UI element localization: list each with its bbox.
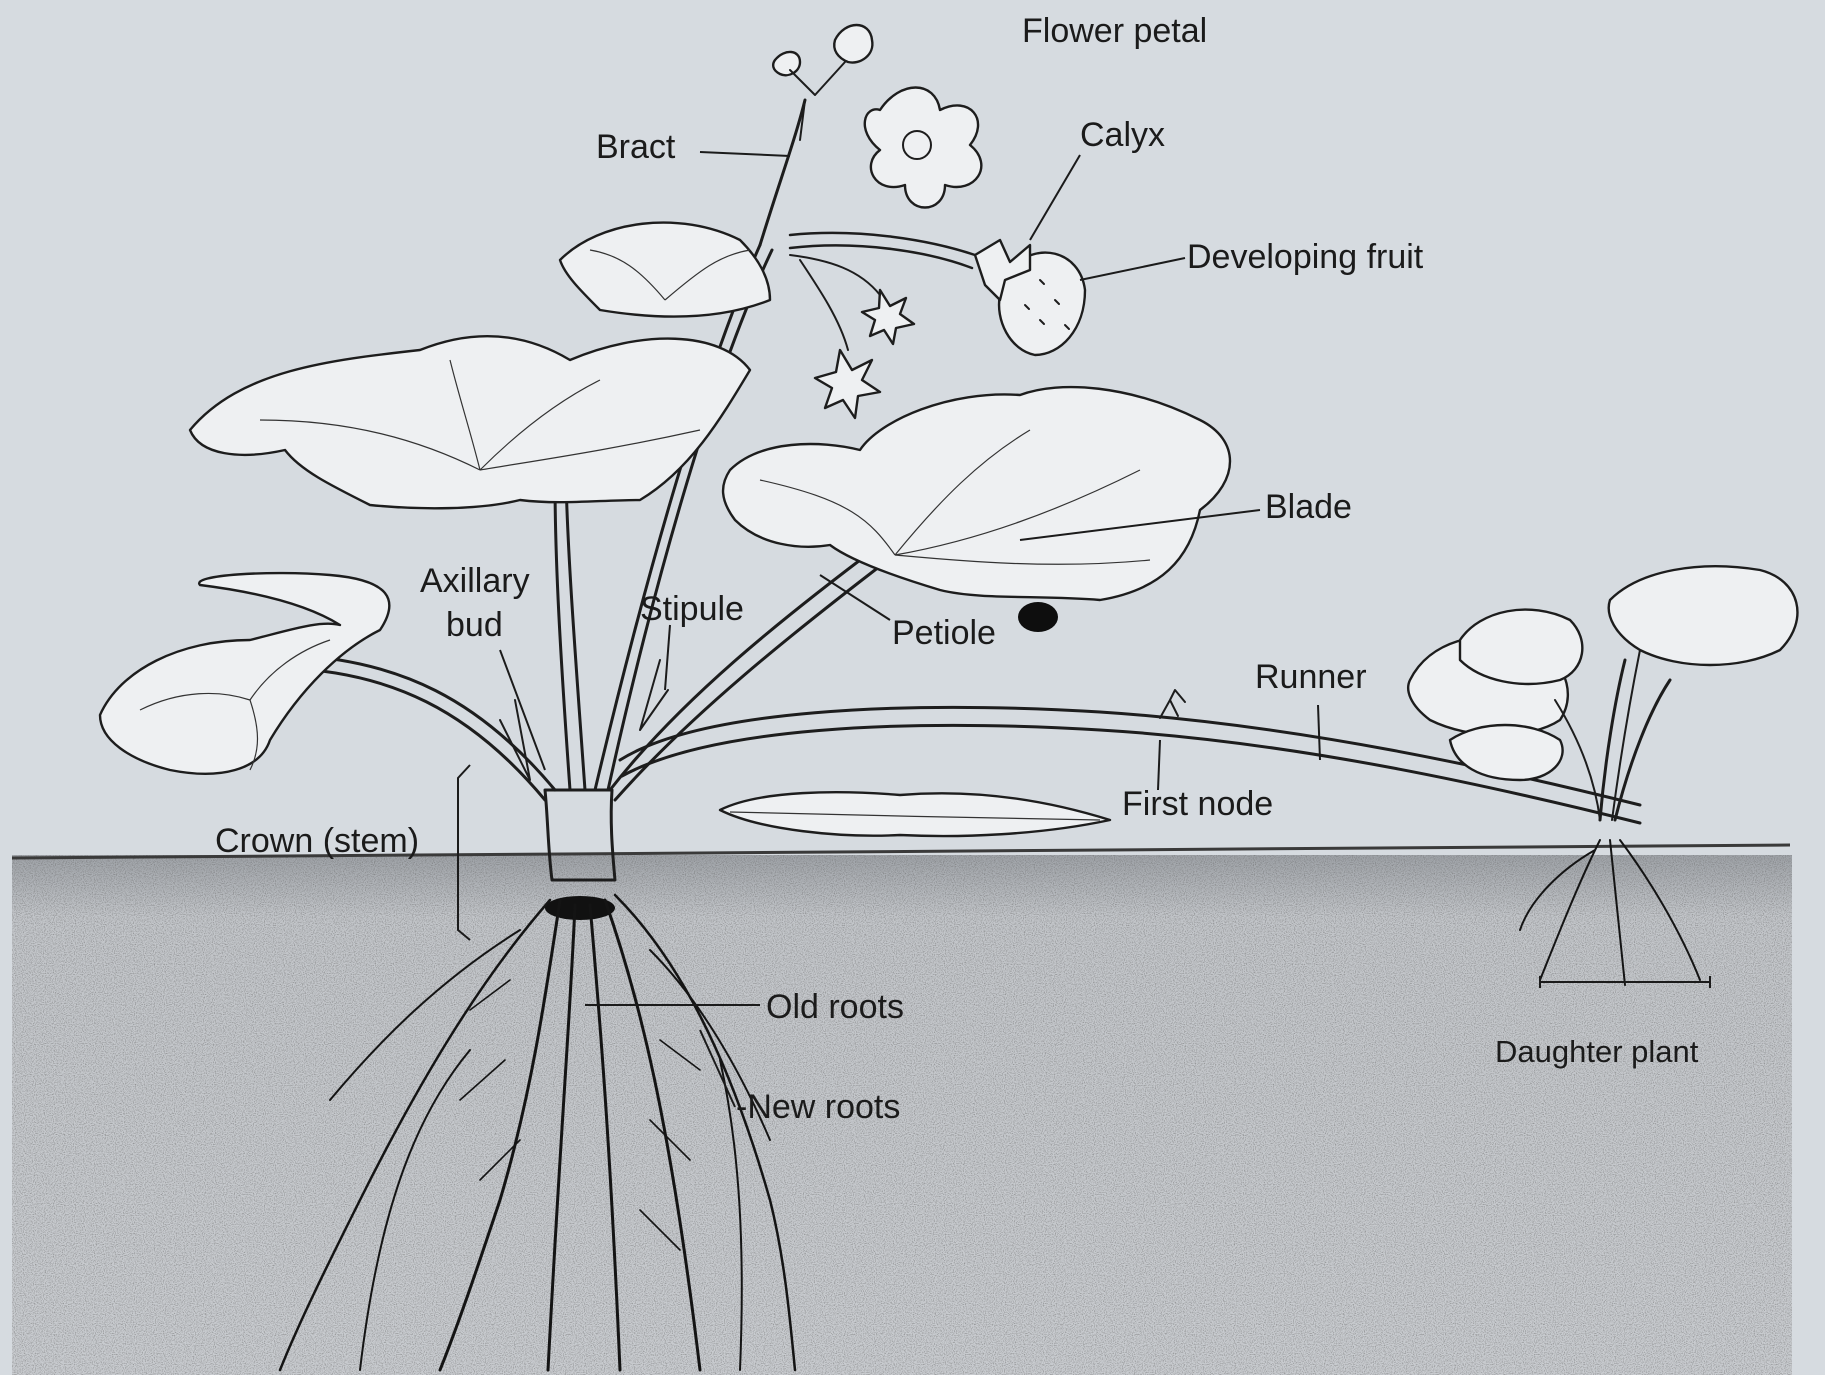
calyx-star-2: [862, 290, 914, 344]
leaf-top: [560, 223, 770, 317]
label-bract: Bract: [596, 128, 676, 166]
label-axillary-bud-line2: bud: [446, 606, 503, 644]
label-first-node: First node: [1122, 785, 1273, 823]
label-petiole: Petiole: [892, 614, 996, 652]
label-runner: Runner: [1255, 658, 1367, 696]
leaf-upper-left: [190, 336, 750, 508]
label-calyx: Calyx: [1080, 116, 1165, 154]
flower-bud-top: [834, 25, 872, 63]
leader-first-node: [1158, 740, 1160, 790]
label-stipule: Stipule: [640, 590, 744, 628]
calyx-star-1: [815, 350, 880, 418]
leader-petiole: [820, 575, 890, 620]
flowers: [773, 25, 1085, 418]
label-flower-petal: Flower petal: [1022, 12, 1207, 50]
leaf-blade-right: [723, 387, 1230, 600]
leader-axillary-bud: [500, 650, 545, 770]
label-old-roots: Old roots: [766, 988, 904, 1026]
label-daughter-plant: Daughter plant: [1495, 1034, 1699, 1069]
ink-blot: [1018, 602, 1058, 632]
flower-bud-small: [773, 52, 800, 75]
label-developing-fruit: Developing fruit: [1187, 238, 1424, 276]
leaf-lower-runner: [720, 792, 1110, 836]
label-blade: Blade: [1265, 488, 1352, 526]
label-axillary-bud-line1: Axillary: [420, 562, 530, 600]
daughter-leaf-3: [1609, 566, 1798, 665]
leader-runner: [1318, 705, 1320, 760]
leader-developing-fruit: [1080, 258, 1185, 280]
label-crown-stem: Crown (stem): [215, 822, 419, 860]
leader-calyx: [1030, 155, 1080, 240]
daughter-leaf-4: [1450, 725, 1563, 780]
label-new-roots: -New roots: [736, 1088, 900, 1126]
leader-bract: [700, 152, 790, 156]
flower-open: [865, 88, 982, 208]
daughter-leaf-2: [1460, 610, 1582, 684]
leader-stipule: [665, 625, 670, 690]
soil: [12, 845, 1792, 1375]
